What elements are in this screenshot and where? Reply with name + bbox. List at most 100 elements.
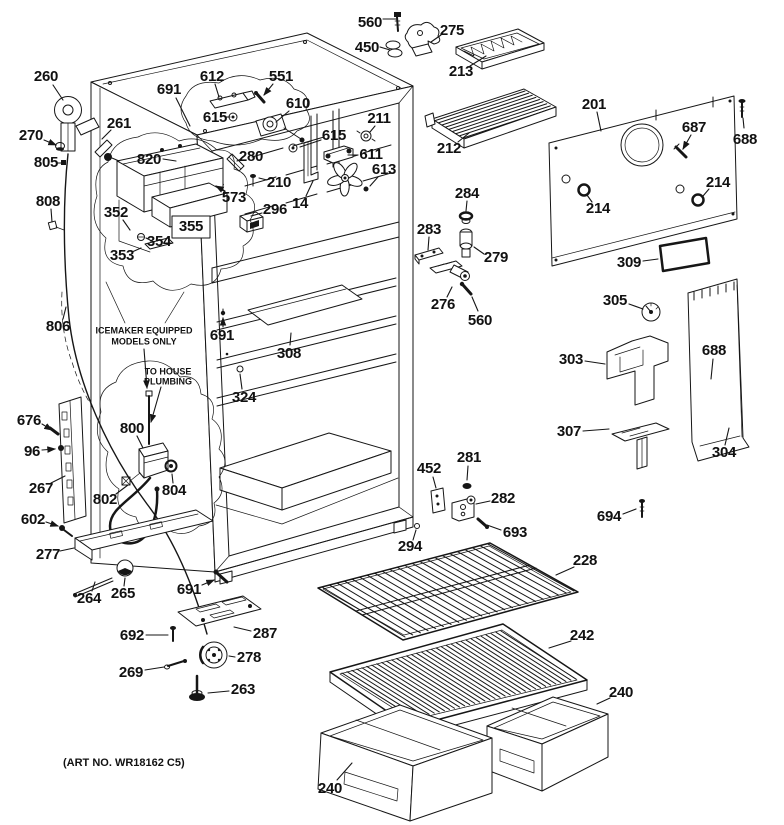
part-label-354: 354 — [147, 233, 172, 250]
hatch-line — [451, 101, 544, 133]
hatch-line — [435, 647, 511, 696]
icemaker-module-355 — [151, 182, 228, 228]
part-label-560: 560 — [468, 312, 492, 329]
hatch-line — [389, 568, 475, 619]
icemaker-note-line1: ICEMAKER EQUIPPED — [95, 325, 193, 335]
screw-693 — [476, 517, 489, 529]
valve-bubble-outline — [96, 360, 226, 534]
part-label-275: 275 — [440, 22, 464, 39]
leader-line-688 — [710, 358, 714, 380]
hatch-line — [391, 659, 466, 707]
part-label-353: 353 — [110, 247, 134, 264]
part-label-96: 96 — [24, 443, 40, 460]
bracket-283 — [414, 247, 444, 265]
screw-551 — [254, 91, 266, 104]
part-label-800: 800 — [120, 420, 144, 437]
leader-line-14 — [305, 180, 314, 197]
solenoid-coil-804 — [164, 459, 178, 473]
leader-line-240 — [336, 762, 353, 781]
leader-line-309 — [642, 258, 659, 262]
icemaker-assembly — [93, 132, 255, 291]
crisper-pan-left — [317, 704, 493, 822]
hatch-line — [440, 646, 516, 695]
ice-tray-213 — [455, 28, 545, 70]
hatch-line — [361, 667, 435, 714]
leader-line-688 — [742, 117, 745, 129]
leader-line-551 — [263, 83, 274, 96]
leader-line-352 — [122, 219, 131, 231]
roller-280 — [226, 153, 245, 172]
bottom-hinge-parts — [430, 483, 489, 529]
part-label-692: 692 — [120, 627, 144, 644]
screw-692 — [170, 626, 176, 642]
fan-screw — [363, 186, 369, 192]
hatch-line — [419, 561, 506, 611]
bushing-265 — [116, 559, 134, 577]
hatch-line — [448, 99, 540, 130]
hatch-line — [406, 655, 481, 703]
hatch-line — [381, 570, 467, 621]
leader-line-269 — [144, 666, 165, 671]
leader-line-282 — [475, 500, 491, 505]
screw-560-right — [459, 281, 473, 296]
part-label-806: 806 — [46, 318, 70, 335]
part-label-14: 14 — [292, 195, 309, 212]
part-label-691: 691 — [177, 581, 201, 598]
hatch-line — [421, 651, 496, 699]
leader-line-210 — [258, 177, 268, 181]
leader-line-279 — [473, 246, 485, 255]
part-label-452: 452 — [417, 460, 441, 477]
leader-line-96 — [41, 446, 57, 453]
leader-line-275 — [430, 34, 442, 43]
control-recess-outline — [180, 75, 310, 146]
screw-354 — [137, 233, 145, 241]
leader-line-228 — [555, 566, 575, 576]
leader-line-693 — [486, 524, 502, 531]
hatch-line — [487, 543, 575, 592]
compressor-hump — [215, 432, 399, 525]
bracket-612 — [209, 90, 256, 109]
part-label-613: 613 — [372, 161, 396, 178]
part-label-612: 612 — [200, 68, 224, 85]
screw-694 — [639, 499, 645, 518]
hatch-line — [366, 665, 440, 713]
hatch-line — [437, 92, 530, 124]
water-valve-800 — [138, 442, 169, 479]
roller-261 — [94, 139, 113, 158]
hatch-line — [401, 656, 476, 704]
roller-wheel-278 — [199, 641, 228, 669]
part-label-296: 296 — [263, 201, 287, 218]
hatch-line — [336, 582, 421, 634]
leader-line-270 — [43, 138, 58, 146]
hatch-line — [485, 634, 562, 684]
part-label-688: 688 — [702, 342, 726, 359]
cap-270 — [55, 142, 65, 151]
part-label-688: 688 — [733, 131, 757, 148]
part-label-808: 808 — [36, 193, 60, 210]
leader-line-201 — [596, 111, 602, 132]
part-label-278: 278 — [237, 649, 261, 666]
hatch-line — [376, 663, 450, 710]
part-label-264: 264 — [77, 590, 102, 607]
hatch-line — [445, 644, 521, 693]
leader-line-602 — [45, 520, 60, 527]
hatch-line — [442, 555, 529, 605]
evaporator-shelf-308 — [247, 284, 363, 326]
hatch-line — [464, 549, 552, 598]
grommet-214-left — [577, 183, 591, 197]
leader-line-820 — [162, 158, 177, 162]
part-label-279: 279 — [484, 249, 508, 266]
note-leaders — [105, 281, 185, 424]
leader-line-276 — [446, 286, 453, 298]
leader-line-676 — [41, 423, 53, 431]
hatch-line — [359, 576, 444, 628]
side-cover-304 — [687, 278, 750, 462]
leader-line-304 — [724, 427, 730, 446]
hatch-line — [416, 652, 491, 701]
leader-line-806 — [62, 306, 67, 320]
part-label-573: 573 — [222, 189, 246, 206]
hatch-line — [490, 633, 567, 682]
leader-line-305 — [628, 303, 644, 310]
part-label-305: 305 — [603, 292, 627, 309]
